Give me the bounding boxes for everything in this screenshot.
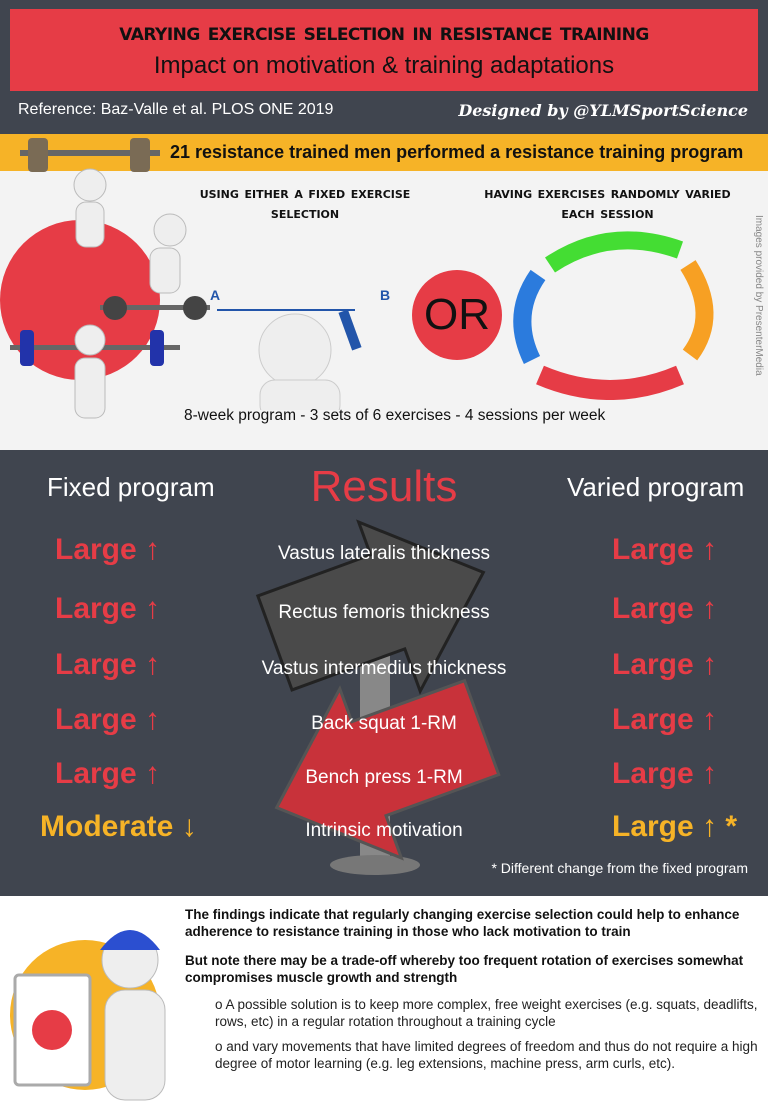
signpost-arrows-illustration — [255, 519, 501, 875]
point-b-label: B — [380, 287, 391, 303]
result-measure: Vastus lateralis thickness — [278, 543, 490, 564]
participants-text: 21 resistance trained men performed a re… — [170, 142, 744, 162]
or-badge: OR — [412, 270, 502, 360]
solution-bullet-complex: o A possible solution is to keep more co… — [215, 997, 758, 1029]
a-to-b-drawing-illustration — [217, 309, 362, 410]
conclusion-tradeoff: But note there may be a trade-off whereb… — [185, 953, 744, 985]
image-credit-text: Images provided by PresenterMedia — [753, 215, 764, 376]
fixed-result: Large ↑ — [55, 592, 161, 625]
varied-result: Large ↑ — [612, 757, 718, 790]
coach-clipboard-illustration — [10, 930, 166, 1101]
varied-result: Large ↑ — [612, 648, 718, 681]
conclusions: The findings indicate that regularly cha… — [185, 906, 760, 1072]
varied-result: Large ↑ * — [612, 810, 738, 843]
varied-result: Large ↑ — [612, 703, 718, 736]
fixed-program-heading: Fixed program — [47, 472, 215, 502]
point-a-label: A — [210, 287, 221, 303]
result-measure: Rectus femoris thickness — [278, 602, 490, 623]
program-details: 8-week program - 3 sets of 6 exercises -… — [184, 407, 606, 424]
result-measure: Bench press 1-RM — [305, 767, 463, 788]
image-credit: Images provided by PresenterMedia — [750, 215, 764, 385]
fixed-result: Large ↑ — [55, 757, 161, 790]
cycle-arrows-illustration — [513, 231, 714, 400]
varied-selection-heading: Having exercises randomly varied each se… — [484, 183, 731, 222]
result-measure: Back squat 1-RM — [311, 713, 457, 734]
results-title: Results — [310, 462, 458, 511]
fixed-result: Large ↑ — [55, 533, 161, 566]
title-banner: Varying exercise selection in resistance… — [10, 9, 758, 91]
fixed-result: Large ↑ — [55, 648, 161, 681]
conclusion-adherence: The findings indicate that regularly cha… — [185, 907, 740, 939]
fixed-result: Moderate ↓ — [40, 810, 197, 843]
solution-bullet-vary: o and vary movements that have limited d… — [215, 1039, 758, 1071]
footnote: * Different change from the fixed progra… — [491, 860, 748, 876]
varied-result: Large ↑ — [612, 533, 718, 566]
designed-by: Designed by @YLMSportScience — [458, 101, 748, 120]
title: Varying exercise selection in resistance… — [119, 18, 649, 46]
varied-program-heading: Varied program — [567, 472, 745, 502]
reference: Reference: Baz-Valle et al. PLOS ONE 201… — [18, 101, 334, 118]
subtitle: Impact on motivation & training adaptati… — [153, 52, 615, 79]
or-label: OR — [424, 290, 490, 339]
fixed-result: Large ↑ — [55, 703, 161, 736]
fixed-selection-heading: Using either a fixed exercise selection — [199, 183, 411, 222]
result-measure: Vastus intermedius thickness — [261, 658, 507, 679]
result-measure: Intrinsic motivation — [305, 820, 463, 841]
varied-result: Large ↑ — [612, 592, 718, 625]
weightlifters-illustration — [0, 138, 210, 419]
